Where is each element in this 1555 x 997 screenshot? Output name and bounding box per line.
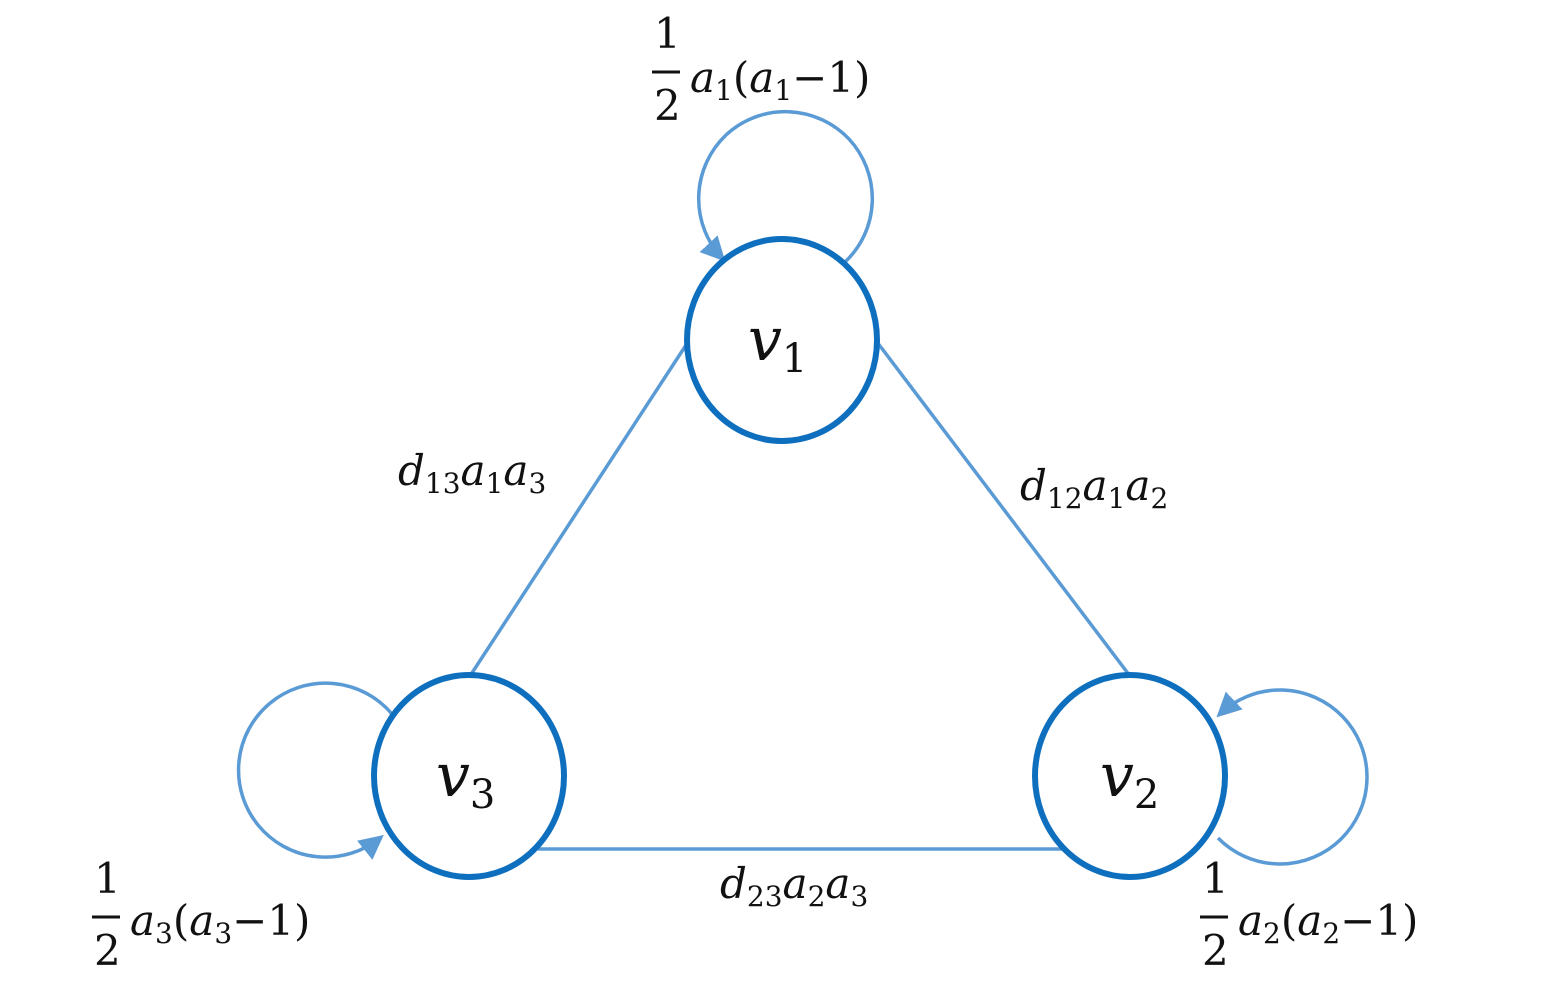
loop-v1-expression: a1(a1−1) xyxy=(690,53,870,107)
loop-v2-denominator: 2 xyxy=(1202,926,1229,975)
loop-v1-numerator: 1 xyxy=(654,9,681,58)
loop-label-v2: 1 2 a2(a2−1) xyxy=(1200,854,1418,975)
edge-v1-v2 xyxy=(875,340,1132,678)
loop-v3-denominator: 2 xyxy=(94,926,121,975)
loop-v1-denominator: 2 xyxy=(654,81,681,130)
loop-v3-expression: a3(a3−1) xyxy=(130,896,310,950)
node-v2-label: v2 xyxy=(1100,741,1159,818)
loop-v3-numerator: 1 xyxy=(94,854,121,903)
edge-label-v1-v3: d13a1a3 xyxy=(398,446,546,500)
node-v1-label: v1 xyxy=(748,305,807,382)
edge-label-v2-v3: d23a2a3 xyxy=(720,859,868,913)
self-loop-v1 xyxy=(696,109,875,264)
node-v2-circle xyxy=(1032,672,1228,880)
node-v3-circle xyxy=(371,672,567,880)
loop-v2-expression: a2(a2−1) xyxy=(1238,896,1418,950)
edge-label-v1-v2: d12a1a2 xyxy=(1020,461,1168,515)
loop-v2-numerator: 1 xyxy=(1202,854,1229,903)
loop-label-v1: 1 2 a1(a1−1) xyxy=(652,9,870,130)
node-v1-circle xyxy=(684,236,880,444)
loop-label-v3: 1 2 a3(a3−1) xyxy=(92,854,310,975)
node-v3-label: v3 xyxy=(436,741,495,818)
edge-v1-v3 xyxy=(468,341,690,677)
self-loop-v3 xyxy=(236,681,394,860)
self-loop-v2 xyxy=(1216,688,1369,866)
